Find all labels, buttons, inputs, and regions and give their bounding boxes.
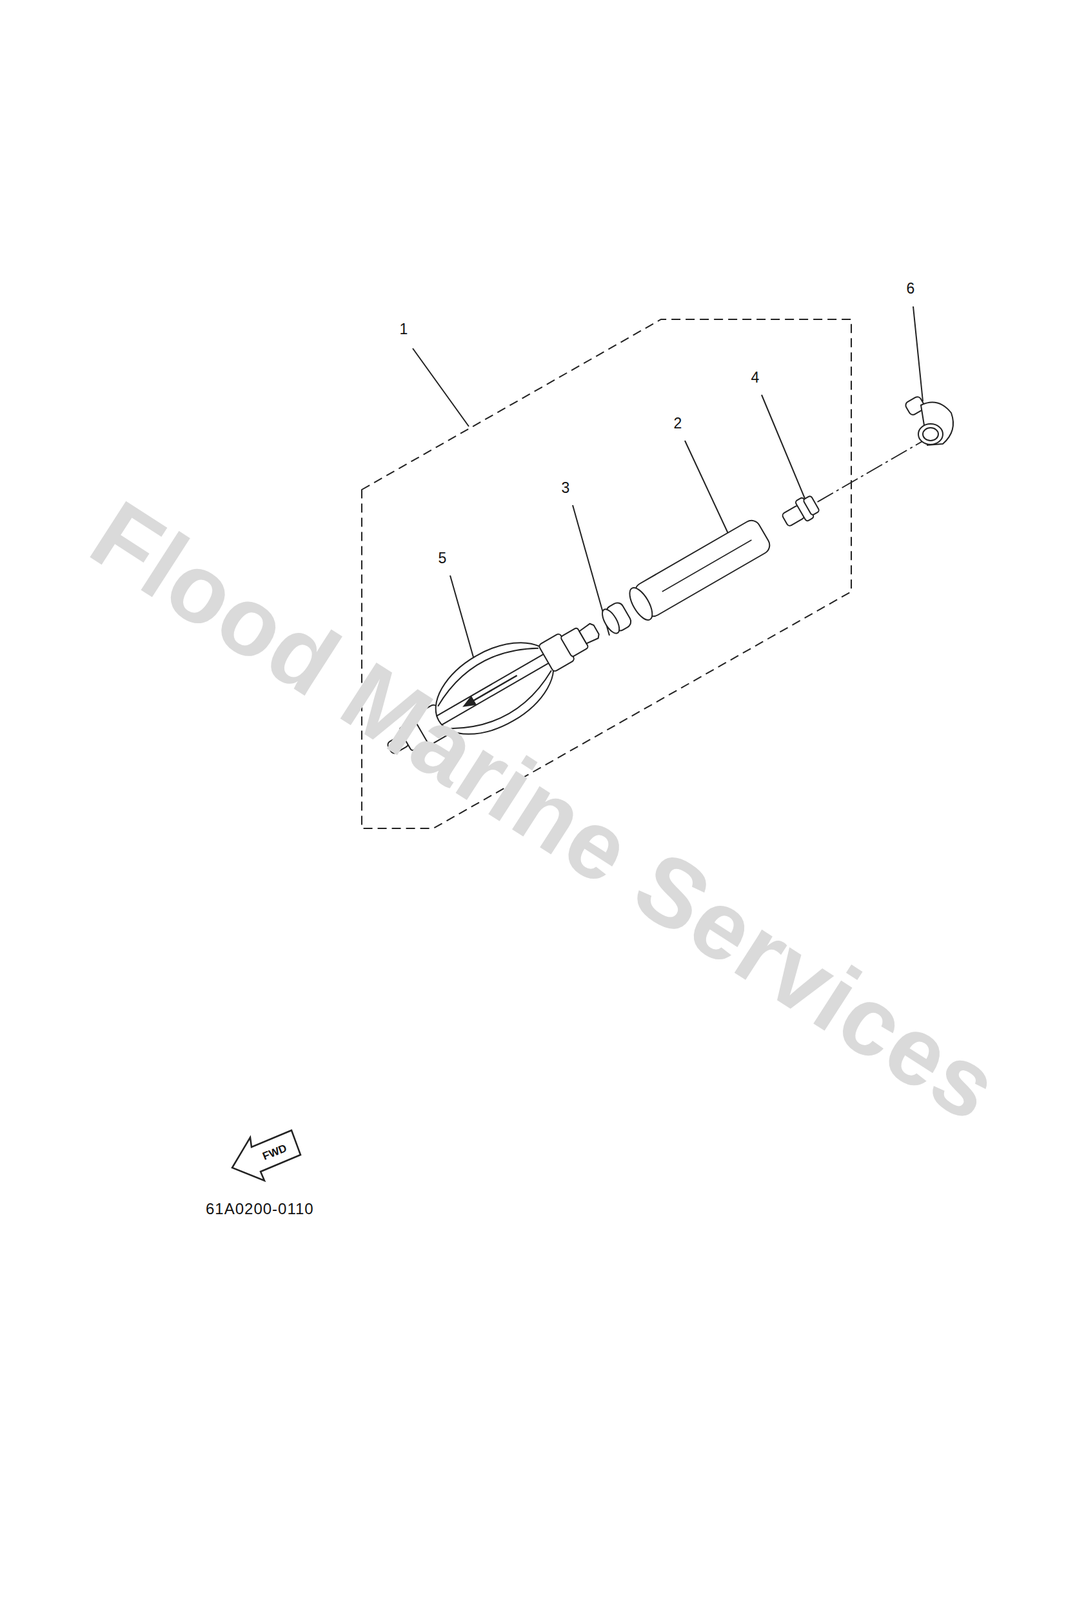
hose-clamp	[904, 395, 954, 445]
diagram-code: 61A0200-0110	[205, 1200, 315, 1217]
callout-number: 6	[906, 281, 916, 297]
callout-number: 1	[399, 321, 409, 337]
watermark: Flood Marine Services	[76, 484, 1016, 1137]
leader-lines	[412, 306, 923, 660]
callout-number: 2	[673, 415, 683, 431]
callout-number: 4	[751, 370, 760, 386]
callout-number: 5	[438, 550, 447, 566]
callout-number: 3	[561, 480, 571, 496]
fwd-arrow	[232, 1129, 301, 1181]
